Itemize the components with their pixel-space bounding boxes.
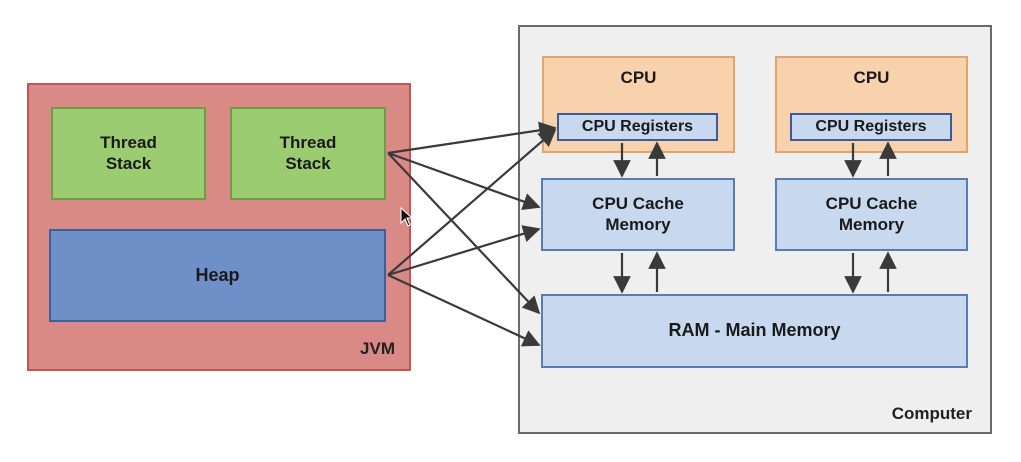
- cpu-registers-box: CPU Registers: [790, 113, 952, 141]
- ram-main-memory-box: RAM - Main Memory: [541, 294, 968, 368]
- thread-stack-box: Thread Stack: [230, 107, 386, 200]
- thread-stack-box: Thread Stack: [51, 107, 206, 200]
- cpu-title: CPU: [853, 68, 890, 87]
- cpu-cache-memory-box: CPU Cache Memory: [541, 178, 735, 251]
- cpu-title: CPU: [620, 68, 657, 87]
- heap-box: Heap: [49, 229, 386, 322]
- jvm-label: JVM: [360, 338, 395, 358]
- computer-label: Computer: [891, 403, 972, 423]
- mouse-pointer-icon: [400, 207, 414, 227]
- cpu-cache-memory-box: CPU Cache Memory: [775, 178, 968, 251]
- cpu-registers-box: CPU Registers: [557, 113, 718, 141]
